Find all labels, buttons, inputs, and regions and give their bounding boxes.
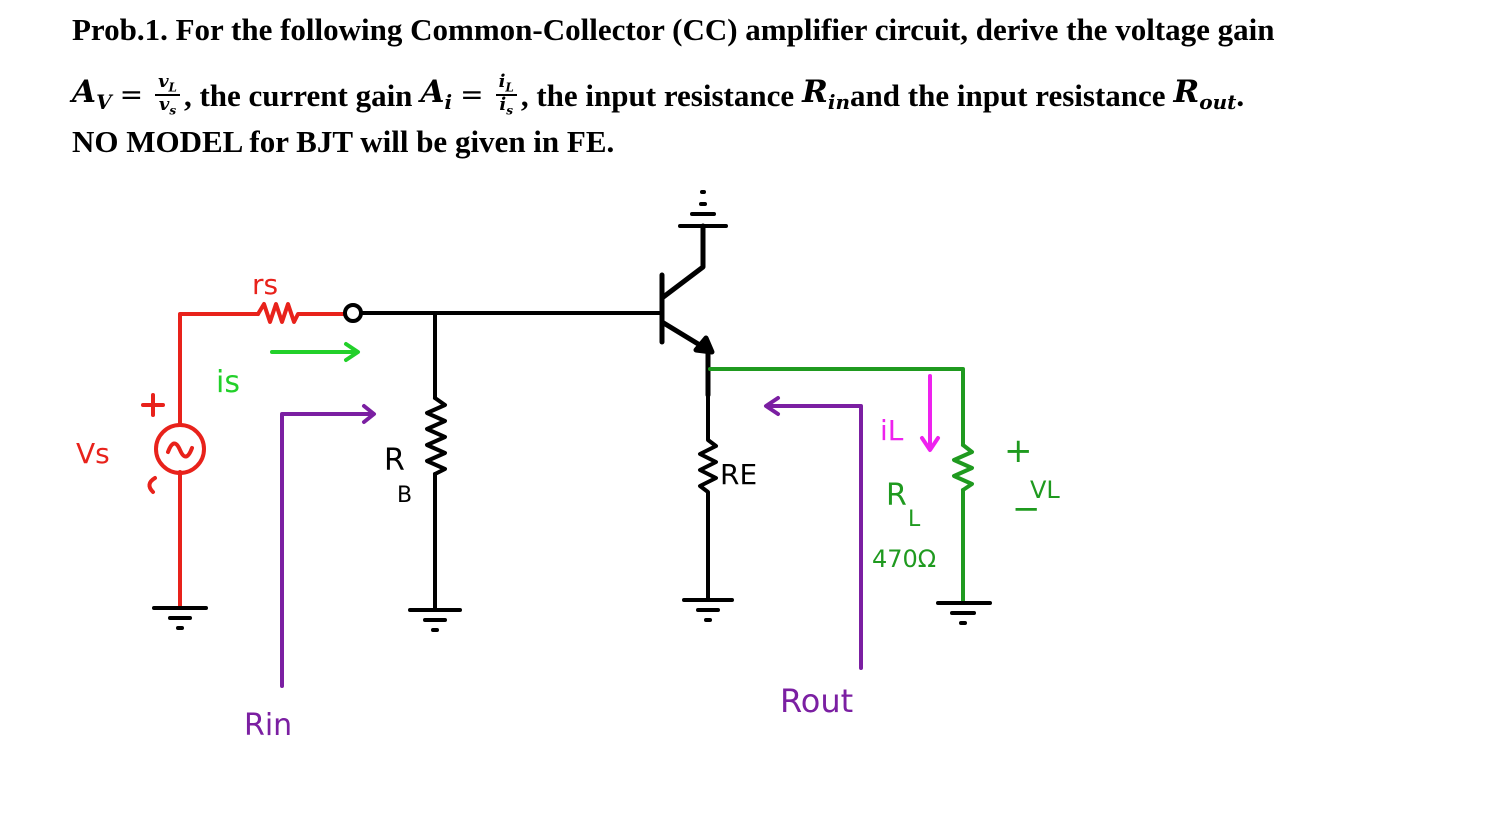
re-label: RE (720, 458, 757, 491)
rb-resistor (425, 396, 447, 476)
rs-label: rs (252, 268, 278, 301)
rin-arrow (280, 404, 376, 688)
rs-resistor (256, 302, 346, 324)
bjt-transistor (659, 223, 715, 398)
is-current-arrow (270, 342, 360, 362)
bjt-collector-lead (659, 223, 706, 301)
av-denominator: vs (156, 94, 179, 118)
av-symbol: AV (72, 74, 112, 115)
ai-fraction: iL is (495, 70, 517, 118)
rout-subscript: out (1199, 90, 1237, 115)
base-wiring (343, 303, 662, 612)
rl-label: R L (886, 478, 921, 532)
rout-letter: R (1173, 74, 1200, 111)
rl-value-label: 470Ω (872, 545, 936, 573)
bjt-emitter-arrow (693, 335, 715, 355)
ai-num-sub: L (505, 80, 514, 95)
rin-label: Rin (244, 708, 292, 743)
vl-label: VL (1030, 476, 1060, 504)
rin-subscript: in (827, 90, 851, 115)
il-label: iL (880, 414, 904, 447)
ai-denominator: is (496, 94, 516, 118)
av-subscript: V (96, 90, 112, 115)
rout-symbol: Rout (1173, 74, 1237, 115)
ai-symbol: Ai (420, 74, 453, 115)
rb-letter: R (384, 443, 405, 478)
ai-den-sub: s (506, 103, 514, 118)
input-terminal-node (343, 303, 363, 323)
rin-letter: R (802, 74, 828, 111)
rl-resistor (952, 443, 974, 492)
problem-statement: Prob.1. For the following Common-Collect… (72, 10, 1472, 166)
av-den-letter: v (158, 94, 170, 115)
source-wire-top (178, 312, 260, 427)
ai-letter: A (420, 74, 445, 111)
ai-den-letter: i (499, 94, 507, 115)
vl-minus-label: − (1012, 489, 1041, 529)
collector-supply-symbol (678, 190, 728, 228)
ai-num-letter: i (498, 70, 506, 92)
problem-line-2: AV = vL vs , the current gain Ai = iL is… (72, 64, 1472, 126)
av-den-sub: s (169, 103, 177, 118)
rin-symbol: Rin (802, 74, 851, 115)
source-branch (141, 302, 346, 610)
av-numerator: vL (155, 70, 180, 96)
av-num-letter: v (158, 70, 169, 92)
source-minus-curve (147, 476, 157, 494)
rb-subscript: B (397, 483, 412, 508)
av-fraction: vL vs (155, 70, 180, 118)
rout-label: Rout (780, 682, 853, 720)
text-input-resistance: , the input resistance (520, 77, 795, 113)
ground-symbol-load (936, 601, 992, 625)
vs-label: Vs (76, 437, 110, 470)
rl-letter: R (886, 478, 907, 513)
il-current-arrow (920, 374, 940, 452)
ground-symbol-rb (408, 608, 462, 632)
ac-source-symbol (154, 423, 206, 475)
bjt-emitter-lead (659, 319, 711, 398)
re-branch (698, 393, 718, 602)
is-label: is (216, 365, 240, 400)
text-current-gain: , the current gain (183, 77, 413, 113)
av-letter: A (72, 74, 97, 111)
rout-arrow (764, 396, 863, 670)
load-branch (708, 367, 974, 605)
equals-sign-2: = (460, 78, 484, 111)
av-num-sub: L (168, 80, 177, 95)
ground-symbol-source (152, 606, 208, 630)
problem-line-1: Prob.1. For the following Common-Collect… (72, 12, 1275, 47)
text-and: and the input resistance (850, 77, 1166, 113)
ac-source-sine (166, 441, 194, 459)
load-wire-top (708, 367, 965, 447)
rl-subscript: L (908, 507, 921, 532)
rb-label: R B (384, 443, 414, 508)
problem-line-3: NO MODEL for BJT will be given in FE. (72, 124, 615, 159)
ai-subscript: i (444, 90, 453, 115)
ai-numerator: iL (495, 70, 517, 96)
vl-plus-label: + (1004, 431, 1033, 471)
ground-symbol-re (682, 598, 734, 622)
re-resistor (698, 393, 718, 602)
equals-sign: = (119, 78, 144, 111)
period: . (1236, 77, 1245, 113)
